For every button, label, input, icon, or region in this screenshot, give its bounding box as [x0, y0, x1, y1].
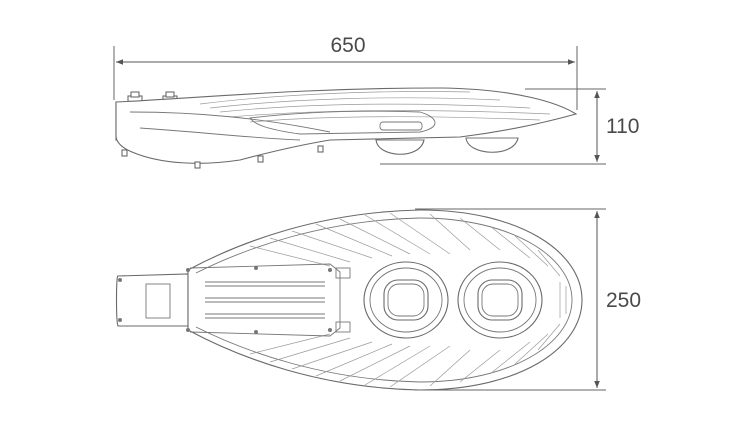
length-dimension: 650: [113, 34, 578, 110]
side-view: [115, 87, 578, 169]
height-dimension: 110: [380, 88, 639, 165]
height-dimension-label: 110: [606, 115, 639, 138]
upper-fins: [249, 212, 561, 277]
lens-module-right: [457, 261, 543, 339]
length-dimension-label: 650: [330, 34, 365, 57]
top-view: [115, 209, 583, 391]
width-dimension: 250: [415, 208, 641, 391]
lens-module-left: [363, 261, 449, 339]
width-dimension-label: 250: [606, 289, 641, 312]
lower-fins: [249, 323, 561, 388]
